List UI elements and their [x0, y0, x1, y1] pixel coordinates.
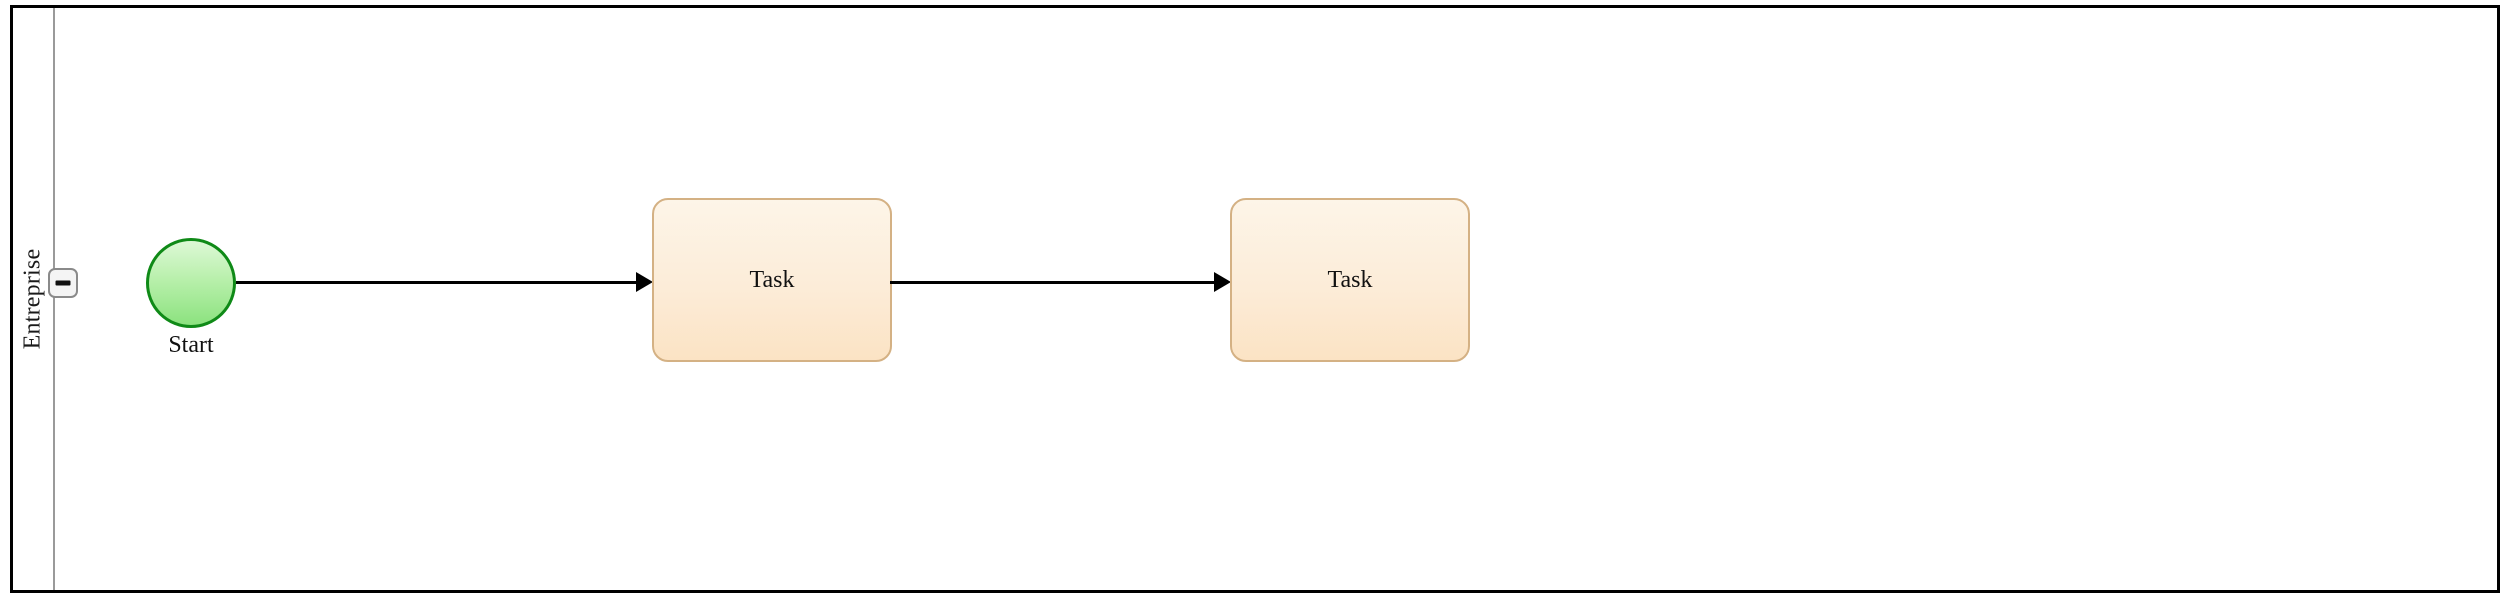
sequence-flow-start-to-task1[interactable]: [236, 281, 638, 284]
task-node-2[interactable]: Task: [1230, 198, 1470, 362]
start-event-node[interactable]: [146, 238, 236, 328]
sequence-flow-task1-to-task2[interactable]: [890, 281, 1215, 284]
minus-icon: [55, 280, 71, 286]
lane-header[interactable]: Entreprise: [13, 8, 55, 590]
task-1-label: Task: [749, 266, 795, 293]
pool-entreprise[interactable]: Entreprise: [10, 5, 2500, 593]
arrowhead-icon: [1214, 272, 1231, 292]
task-node-1[interactable]: Task: [652, 198, 892, 362]
task-2-label: Task: [1327, 266, 1373, 293]
start-event-label: Start: [168, 332, 214, 358]
arrowhead-icon: [636, 272, 653, 292]
lane-label: Entreprise: [19, 248, 46, 350]
collapse-lane-button[interactable]: [48, 268, 78, 298]
